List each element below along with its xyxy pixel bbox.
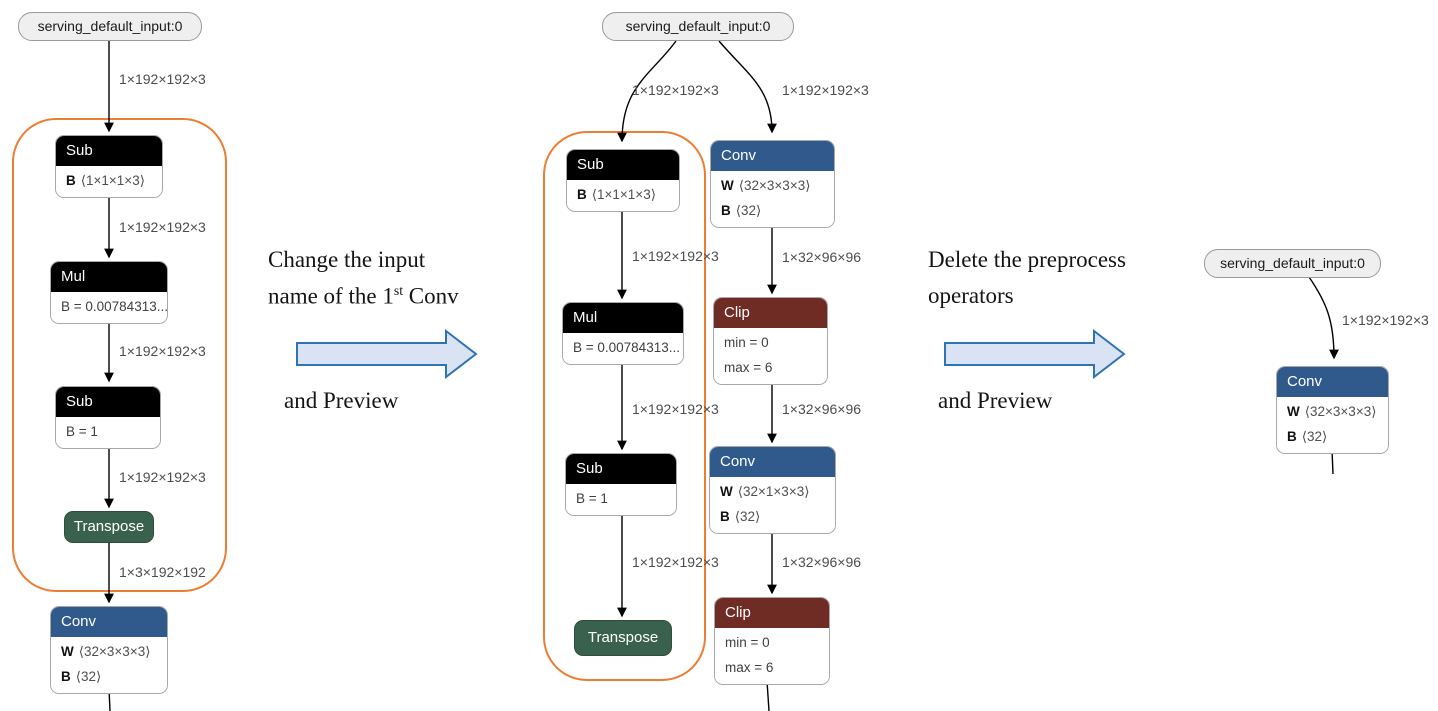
edge-shape-label: 1×192×192×3	[1342, 312, 1429, 328]
node-param-row: W ⟨32×3×3×3⟩	[51, 639, 167, 664]
op-node-conv: Conv W ⟨32×1×3×3⟩ B ⟨32⟩	[709, 446, 836, 534]
node-title: Mul	[563, 303, 683, 333]
param-value: ⟨32×3×3×3⟩	[1304, 404, 1377, 419]
highlight-box-preprocess-left	[12, 118, 227, 592]
node-title: Conv	[51, 607, 167, 637]
node-title: Clip	[714, 298, 827, 328]
node-title: Sub	[567, 150, 679, 180]
node-attr-row: B = 0.00784313...	[573, 340, 680, 355]
op-node-clip: Clip min = 0 max = 6	[714, 597, 830, 685]
param-value: ⟨32×3×3×3⟩	[78, 644, 151, 659]
param-value: ⟨32⟩	[735, 203, 762, 218]
edge-shape-label: 1×32×96×96	[782, 401, 862, 417]
op-node-transpose: Transpose	[574, 620, 672, 656]
edge-shape-label: 1×32×96×96	[782, 554, 862, 570]
node-title: Clip	[715, 598, 829, 628]
caption-text: name of the 1	[268, 283, 394, 309]
param-value: ⟨32⟩	[75, 669, 102, 684]
op-node-mul: Mul B = 0.00784313...	[50, 261, 168, 324]
node-attr-row: B = 0.00784313...	[61, 299, 168, 314]
step1-caption-line3: and Preview	[284, 388, 399, 413]
node-param-row: B ⟨1×1×1×3⟩	[56, 168, 162, 193]
edge-shape-label: 1×3×192×192	[119, 564, 206, 580]
step2-caption-line1: Delete the preprocess	[928, 247, 1126, 272]
input-tensor-pill: serving_default_input:0	[602, 12, 794, 41]
step2-caption-line2: operators	[928, 283, 1014, 308]
caption-text: Conv	[403, 283, 459, 309]
op-node-clip: Clip min = 0 max = 6	[713, 297, 828, 385]
step2-caption-line3: and Preview	[938, 388, 1053, 413]
node-title: Conv	[710, 447, 835, 477]
param-value: ⟨1×1×1×3⟩	[591, 187, 656, 202]
param-value: ⟨32×3×3×3⟩	[738, 178, 811, 193]
node-param-row: W ⟨32×1×3×3⟩	[710, 479, 835, 504]
op-node-sub: Sub B = 1	[565, 453, 677, 516]
param-value: ⟨32⟩	[1301, 429, 1328, 444]
edge-shape-label: 1×192×192×3	[782, 82, 869, 98]
node-param-row: B ⟨32⟩	[710, 504, 835, 529]
op-node-sub: Sub B ⟨1×1×1×3⟩	[55, 135, 163, 198]
input-tensor-pill: serving_default_input:0	[1204, 249, 1381, 278]
edge-shape-label: 1×192×192×3	[632, 248, 719, 264]
node-title: Mul	[51, 262, 167, 292]
op-node-sub: Sub B ⟨1×1×1×3⟩	[566, 149, 680, 212]
node-attr-row: max = 6	[724, 360, 773, 375]
caption-superscript: st	[393, 283, 404, 298]
node-param-row: W ⟨32×3×3×3⟩	[711, 173, 834, 198]
param-name: B	[721, 203, 731, 218]
node-title: Sub	[56, 136, 162, 166]
op-node-sub: Sub B = 1	[55, 386, 161, 449]
param-name: W	[721, 178, 734, 193]
node-param-row: B ⟨32⟩	[51, 664, 167, 689]
edge-shape-label: 1×192×192×3	[119, 219, 206, 235]
node-title: Sub	[566, 454, 676, 484]
node-attr-row: B = 1	[576, 491, 608, 506]
edge-shape-label: 1×32×96×96	[782, 249, 862, 265]
input-tensor-pill: serving_default_input:0	[18, 12, 202, 41]
edge-shape-label: 1×192×192×3	[632, 401, 719, 417]
op-node-transpose: Transpose	[64, 511, 154, 543]
edge-shape-label: 1×192×192×3	[119, 71, 206, 87]
node-param-row: B ⟨32⟩	[1277, 424, 1388, 449]
edge-shape-label: 1×192×192×3	[632, 82, 719, 98]
node-title: Conv	[1277, 367, 1388, 397]
node-attr-row: max = 6	[725, 660, 774, 675]
step1-caption-line1: Change the input	[268, 247, 426, 272]
edge-shape-label: 1×192×192×3	[119, 469, 206, 485]
param-name: W	[61, 644, 74, 659]
param-name: B	[61, 669, 71, 684]
op-node-mul: Mul B = 0.00784313...	[562, 302, 684, 365]
edge-shape-label: 1×192×192×3	[632, 554, 719, 570]
param-name: B	[66, 173, 76, 188]
step1-caption-line2: name of the 1st Conv	[268, 283, 459, 310]
param-value: ⟨32⟩	[734, 509, 761, 524]
op-node-conv: Conv W ⟨32×3×3×3⟩ B ⟨32⟩	[50, 606, 168, 694]
param-name: W	[1287, 404, 1300, 419]
node-attr-row: min = 0	[725, 635, 770, 650]
node-title: Conv	[711, 141, 834, 171]
param-name: B	[577, 187, 587, 202]
node-param-row: B ⟨32⟩	[711, 198, 834, 223]
param-name: B	[720, 509, 730, 524]
node-param-row: W ⟨32×3×3×3⟩	[1277, 399, 1388, 424]
param-name: W	[720, 484, 733, 499]
node-param-row: B ⟨1×1×1×3⟩	[567, 182, 679, 207]
param-value: ⟨1×1×1×3⟩	[80, 173, 145, 188]
param-value: ⟨32×1×3×3⟩	[737, 484, 810, 499]
node-title: Sub	[56, 387, 160, 417]
right-block-arrow-icon	[944, 329, 1126, 379]
node-attr-row: min = 0	[724, 335, 769, 350]
param-name: B	[1287, 429, 1297, 444]
right-block-arrow-icon	[296, 329, 478, 379]
node-attr-row: B = 1	[66, 424, 98, 439]
op-node-conv: Conv W ⟨32×3×3×3⟩ B ⟨32⟩	[710, 140, 835, 228]
op-node-conv: Conv W ⟨32×3×3×3⟩ B ⟨32⟩	[1276, 366, 1389, 454]
edge-shape-label: 1×192×192×3	[119, 343, 206, 359]
